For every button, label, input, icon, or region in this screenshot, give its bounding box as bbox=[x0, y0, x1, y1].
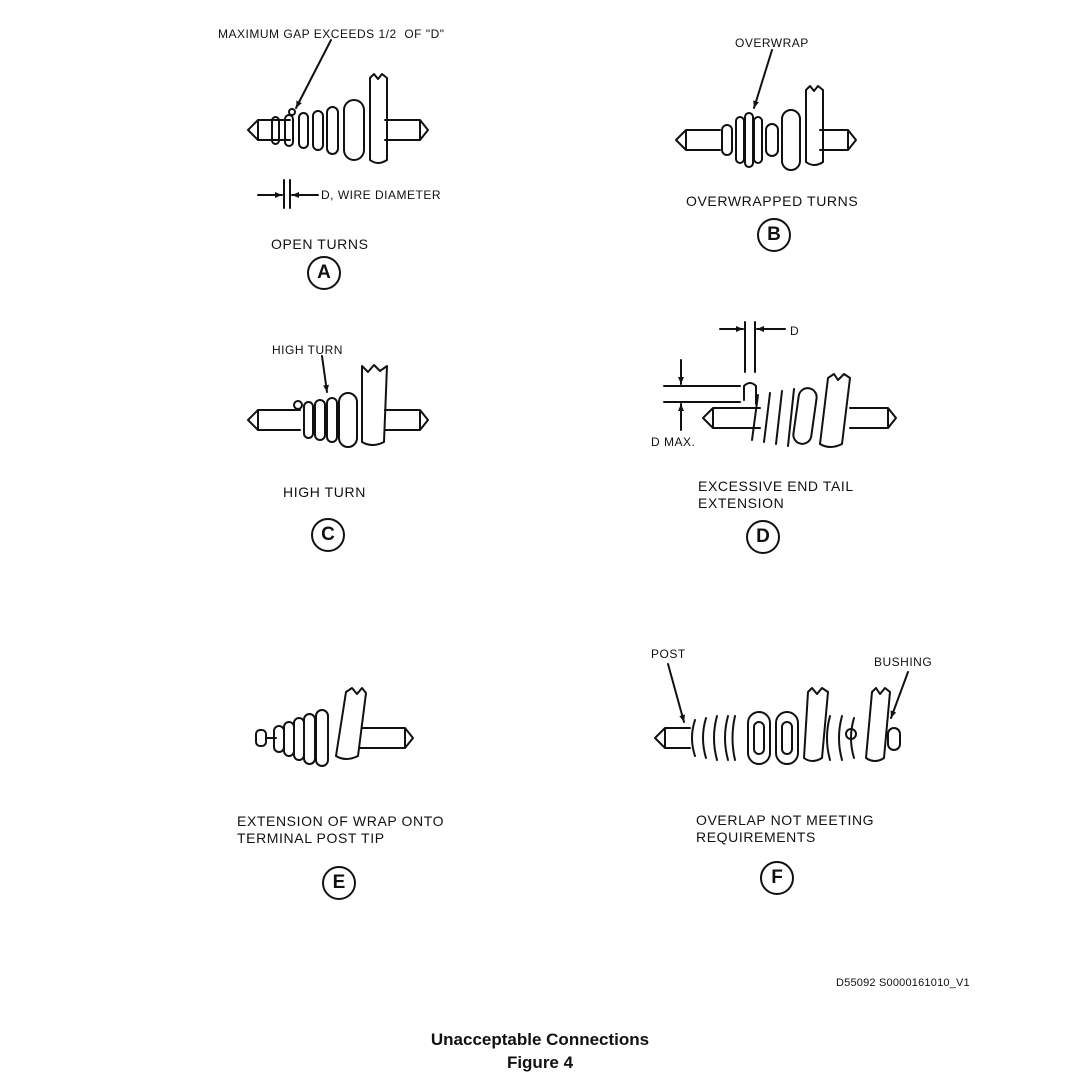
panel-f-marker: F bbox=[760, 861, 794, 895]
wrap-extension-title-line2: TERMINAL POST TIP bbox=[237, 830, 385, 846]
end-tail-title-line2: EXTENSION bbox=[698, 495, 785, 511]
overwrapped-turns-title: OVERWRAPPED TURNS bbox=[686, 193, 859, 209]
panel-e-marker: E bbox=[322, 866, 356, 900]
high-turn-callout-label: HIGH TURN bbox=[272, 343, 343, 357]
bushing-callout-label: BUSHING bbox=[874, 655, 933, 669]
overlap-drawing bbox=[654, 663, 909, 765]
overwrapped-turns-drawing bbox=[675, 49, 857, 171]
panel-b-marker: B bbox=[757, 218, 791, 252]
panel-a-marker: A bbox=[307, 256, 341, 290]
d-dimension-label: D bbox=[790, 324, 800, 338]
post-callout-label: POST bbox=[651, 647, 686, 661]
high-turn-title: HIGH TURN bbox=[283, 484, 366, 500]
wrap-extension-drawing bbox=[255, 687, 414, 767]
gap-callout-label: MAXIMUM GAP EXCEEDS 1/2 OF "D" bbox=[218, 27, 445, 41]
high-turn-drawing bbox=[247, 355, 429, 448]
figure-number: Figure 4 bbox=[506, 1053, 574, 1072]
overwrap-callout-label: OVERWRAP bbox=[735, 36, 809, 50]
end-tail-title-line1: EXCESSIVE END TAIL bbox=[698, 478, 854, 494]
figure-caption-title: Unacceptable Connections bbox=[430, 1030, 650, 1049]
open-turns-drawing bbox=[247, 39, 429, 209]
open-turns-title: OPEN TURNS bbox=[271, 236, 369, 252]
document-id: D55092 S0000161010_V1 bbox=[836, 977, 970, 989]
panel-c-marker: C bbox=[311, 518, 345, 552]
wrap-extension-title-line1: EXTENSION OF WRAP ONTO bbox=[237, 813, 445, 829]
end-tail-drawing bbox=[663, 321, 897, 448]
panel-d-marker: D bbox=[746, 520, 780, 554]
d-max-label: D MAX. bbox=[651, 435, 696, 449]
wire-diameter-label: D, WIRE DIAMETER bbox=[321, 188, 442, 202]
overlap-title-line2: REQUIREMENTS bbox=[696, 829, 816, 845]
overlap-title-line1: OVERLAP NOT MEETING bbox=[696, 812, 875, 828]
